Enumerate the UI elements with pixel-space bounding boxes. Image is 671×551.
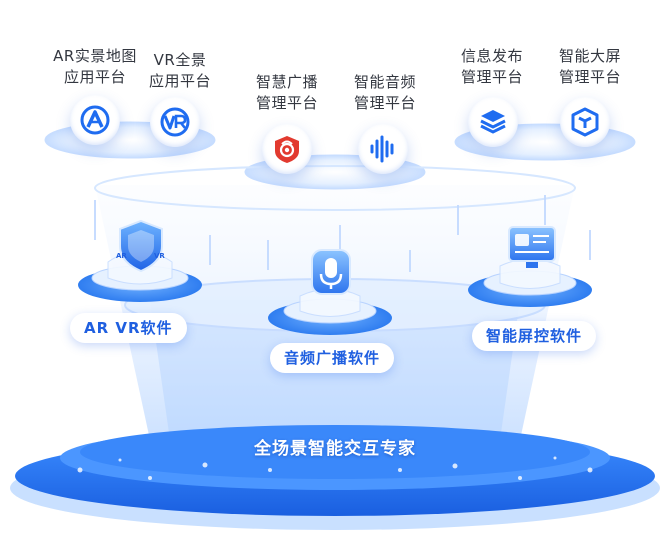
platform-title: 智能大屏 — [558, 47, 621, 65]
shield-icon: AR VR — [116, 219, 165, 273]
platform-label-info-release: 信息发布 管理平台 — [432, 46, 552, 88]
ar-map-badge — [70, 95, 120, 145]
screen-icon — [508, 226, 556, 268]
svg-text:AR: AR — [116, 252, 127, 260]
platform-subtitle: 应用平台 — [63, 68, 126, 86]
software-label-screen-control: 智能屏控软件 — [472, 321, 597, 351]
platform-title: VR全景 — [153, 51, 207, 69]
base-platform-title: 全场景智能交互专家 — [254, 439, 416, 459]
platform-subtitle: 管理平台 — [353, 94, 416, 112]
broadcast-icon — [275, 136, 299, 163]
platform-title: 信息发布 — [460, 47, 523, 65]
cube-badge — [560, 97, 610, 147]
layers-badge — [468, 97, 518, 147]
platform-title: 智能音频 — [353, 73, 416, 91]
platform-label-audio: 智能音频 管理平台 — [325, 72, 445, 114]
audio-wave-badge — [358, 124, 408, 174]
ar-map-icon — [80, 105, 110, 135]
platform-label-big-screen: 智能大屏 管理平台 — [530, 46, 650, 88]
platform-label-ar-map: AR实景地图 应用平台 — [35, 46, 155, 88]
software-label-ar-vr: AR VR软件 — [70, 313, 187, 343]
platform-label-broadcast: 智慧广播 管理平台 — [227, 72, 347, 114]
broadcast-badge — [262, 124, 312, 174]
platform-label-vr: VR全景 应用平台 — [120, 50, 240, 92]
cube-icon — [571, 107, 599, 137]
platform-title: 智慧广播 — [255, 73, 318, 91]
platform-subtitle: 管理平台 — [255, 94, 318, 112]
platform-subtitle: 应用平台 — [148, 72, 211, 90]
microphone-icon — [311, 249, 351, 295]
audio-wave-icon — [370, 135, 394, 163]
platform-subtitle: 管理平台 — [460, 68, 523, 86]
software-label-audio-broadcast: 音频广播软件 — [270, 343, 395, 373]
vr-icon — [160, 107, 190, 137]
platform-subtitle: 管理平台 — [558, 68, 621, 86]
svg-text:VR: VR — [154, 252, 165, 260]
vr-badge — [150, 97, 200, 147]
layers-icon — [480, 110, 506, 134]
platform-title: AR实景地图 — [53, 47, 137, 65]
